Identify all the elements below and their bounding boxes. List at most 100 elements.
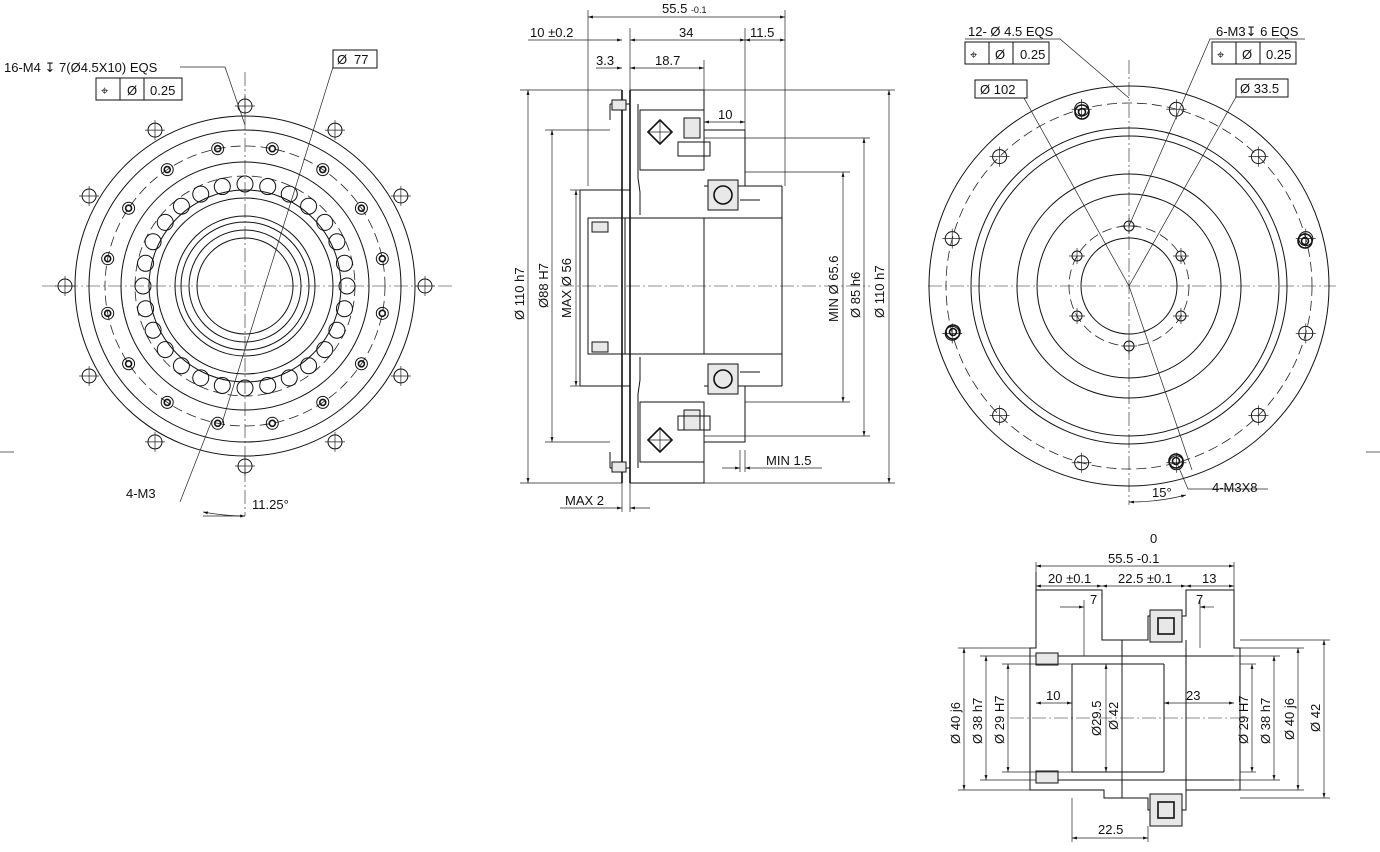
label-4m3x8: 4-M3X8 — [1212, 480, 1258, 495]
dia-110-left: Ø 110 h7 — [512, 267, 527, 320]
zero-label: 0 — [1150, 531, 1157, 546]
roller — [335, 254, 353, 272]
flange-hole-cross — [79, 366, 100, 386]
dia-33-5: Ø 33.5 — [1240, 81, 1279, 96]
rear-special-holes — [945, 104, 1313, 469]
rear-view: 12- Ø 4.5 EQS ⌖ Ø 0.25 6-M3↧ 6 EQS ⌖ Ø 0… — [928, 24, 1336, 505]
callout-6: 6-M3↧ 6 EQS — [1216, 24, 1299, 39]
leader-dia77 — [221, 66, 334, 424]
angle-arc — [202, 511, 246, 518]
roller — [328, 321, 346, 339]
roller — [335, 300, 353, 318]
sec-dia-29-l: Ø 29 H7 — [992, 696, 1007, 744]
roller — [172, 357, 190, 375]
m4-hole-inner — [213, 419, 222, 428]
dia-85: Ø 85 h6 — [848, 272, 863, 318]
front-view: 16-M4 ↧ 7(Ø4.5X10) EQS ⌖ Ø 0.25 Ø 77 4-M… — [4, 49, 452, 518]
leader-4m3 — [179, 419, 213, 503]
m4-hole-inner — [163, 165, 172, 174]
roller — [328, 233, 346, 251]
flange-hole-cross — [235, 456, 255, 476]
m4-hole-inner — [124, 204, 133, 213]
section-bearing-top — [1149, 609, 1183, 643]
m4-hole — [211, 142, 225, 156]
dia102-frame — [974, 79, 1028, 99]
rear-ring — [970, 127, 1288, 445]
tolerance-value: 0.25 — [150, 83, 175, 98]
sec-dia-29-5: Ø29.5 — [1089, 701, 1104, 736]
m4-hole — [265, 416, 279, 430]
roller — [144, 321, 162, 339]
max-2: MAX 2 — [565, 493, 604, 508]
leader-102 — [975, 97, 1130, 287]
flange-hole-cross — [415, 276, 435, 296]
m4-hole-inner — [357, 204, 366, 213]
rear-tol-2: 0.25 — [1266, 47, 1291, 62]
section-bearing-bottom — [1149, 793, 1183, 827]
rear-hole-cross — [1248, 146, 1269, 167]
sec-dim-10: 10 — [1046, 688, 1060, 703]
m4-hole — [354, 201, 368, 215]
rear-hole-cross — [942, 228, 963, 249]
label-4m3: 4-M3 — [126, 486, 156, 501]
roller — [172, 197, 190, 215]
dim-34: 34 — [679, 25, 693, 40]
m4-hole — [211, 416, 225, 430]
m4-hole — [316, 163, 330, 177]
roller — [236, 379, 254, 397]
roller — [137, 254, 155, 272]
m4-hole-inner — [378, 309, 387, 318]
m4-hole-inner — [163, 398, 172, 407]
dim-3-3: 3.3 — [596, 53, 614, 68]
m4-hole-inner — [318, 398, 327, 407]
housing-ring — [120, 161, 370, 411]
m4-hole — [101, 252, 115, 266]
rear-m3-hole-cross — [1069, 308, 1086, 324]
sec-dim-22-5: 22.5 ±0.1 — [1118, 571, 1172, 586]
dia-102: Ø 102 — [980, 82, 1015, 97]
tolerance-frame — [95, 77, 183, 101]
roller — [213, 376, 231, 394]
side-view: 55.5 -0.1 10 ±0.2 34 11.5 3.3 18.7 10 Ø … — [512, 1, 895, 512]
dim-11-5: 11.5 — [750, 25, 774, 40]
bearing-inner — [174, 215, 316, 357]
sec-dim-22-5b: 22.5 — [1098, 822, 1123, 837]
roller — [259, 376, 277, 394]
dia77-symbol: Ø — [337, 52, 347, 67]
dia77-value: 77 — [354, 52, 368, 67]
sec-dia-40-r: Ø 40 j6 — [1282, 698, 1297, 740]
roller — [213, 178, 231, 196]
dia-88: Ø88 H7 — [536, 263, 551, 308]
leader-16m4 — [180, 66, 246, 126]
roller — [137, 300, 155, 318]
roller — [156, 341, 174, 359]
roller — [144, 233, 162, 251]
max-56: MAX Ø 56 — [559, 258, 574, 318]
callout-16m4: 16-M4 ↧ 7(Ø4.5X10) EQS — [4, 60, 158, 75]
m4-hole-inner — [268, 144, 277, 153]
rear-m3-hole-cross — [1069, 248, 1086, 264]
flange-ring — [88, 129, 402, 443]
sec-dia-40-l: Ø 40 j6 — [948, 702, 963, 744]
sec-dia-38-l: Ø 38 h7 — [970, 698, 985, 744]
roller — [316, 213, 334, 231]
bearing-top — [707, 179, 739, 211]
rear-hole-cross — [989, 405, 1010, 426]
m4-hole — [316, 395, 330, 409]
sec-dia-29-r: Ø 29 H7 — [1236, 696, 1251, 744]
rear-tol-1: 0.25 — [1020, 47, 1045, 62]
bearing-outer-2 — [156, 197, 334, 375]
roller — [300, 197, 318, 215]
callout-12: 12- Ø 4.5 EQS — [968, 24, 1054, 39]
m4-hole-inner — [357, 359, 366, 368]
sec-dim-13: 13 — [1202, 571, 1216, 586]
sec-dia-38-r: Ø 38 h7 — [1258, 698, 1273, 744]
m4-hole — [354, 357, 368, 371]
min-1-5: MIN 1.5 — [766, 453, 812, 468]
sec-dim-7b: 7 — [1196, 592, 1203, 607]
rear-pos-1: ⌖ — [970, 47, 978, 62]
dia33-frame — [1235, 78, 1289, 98]
roller — [280, 185, 298, 203]
m4-hole-inner — [103, 254, 112, 263]
flange-hole-cross — [145, 431, 165, 452]
